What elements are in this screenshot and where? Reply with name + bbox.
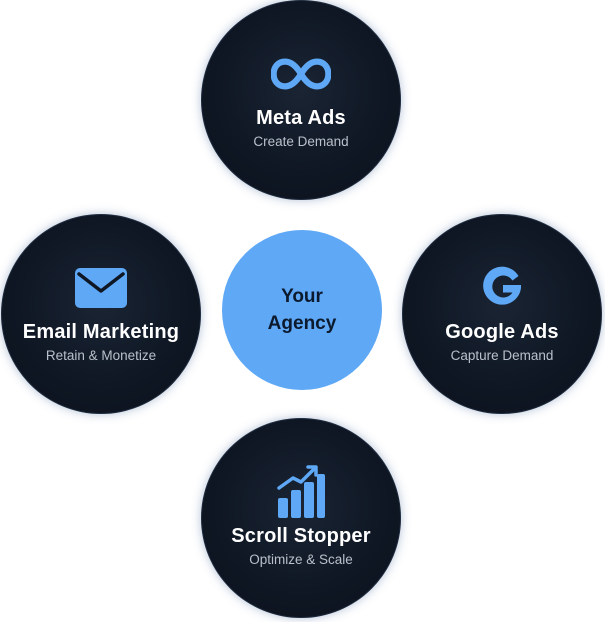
node-title: Google Ads: [445, 321, 559, 343]
node-subtitle: Retain & Monetize: [45, 348, 157, 363]
node-subtitle: Capture Demand: [450, 348, 554, 363]
node-subtitle: Create Demand: [253, 134, 349, 149]
node-title: Email Marketing: [22, 321, 180, 343]
google-g-icon: [472, 262, 532, 314]
node-email-marketing: Email Marketing Retain & Monetize: [1, 214, 201, 414]
infinity-icon: [271, 48, 331, 100]
node-meta-ads: Meta Ads Create Demand: [201, 0, 401, 200]
node-google-ads: Google Ads Capture Demand: [402, 214, 602, 414]
node-scroll-stopper: Scroll Stopper Optimize & Scale: [201, 418, 401, 618]
node-title: Scroll Stopper: [231, 525, 371, 547]
center-hub: Your Agency: [222, 230, 382, 390]
node-subtitle: Optimize & Scale: [249, 552, 353, 567]
growth-chart-icon: [271, 465, 331, 518]
node-title: Meta Ads: [256, 107, 346, 129]
envelope-icon: [71, 262, 131, 314]
center-label: Your Agency: [267, 286, 337, 334]
